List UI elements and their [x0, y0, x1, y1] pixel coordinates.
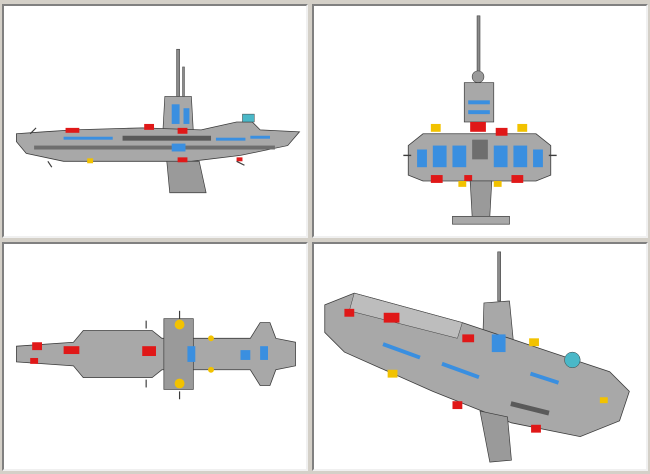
yellow-details	[174, 319, 214, 389]
gun-turrets	[29, 127, 245, 168]
top-view-render	[16, 310, 296, 400]
yellow-details	[387, 338, 608, 404]
antenna-mast	[476, 15, 481, 76]
dome	[242, 113, 255, 123]
hull-windows	[382, 334, 560, 385]
yellow-detail	[87, 158, 94, 164]
viewport-side-view[interactable]	[2, 4, 308, 238]
yellow-details	[430, 123, 528, 187]
main-hull-top	[16, 322, 296, 386]
red-details	[65, 123, 243, 163]
lower-fin	[166, 160, 207, 194]
hull-trim	[510, 401, 550, 416]
lower-fin	[469, 180, 493, 217]
side-view-render	[16, 48, 301, 194]
red-details	[30, 342, 156, 364]
lower-fin	[479, 410, 512, 463]
hull-windows	[187, 346, 268, 362]
gun-turrets	[145, 310, 181, 400]
dome	[564, 351, 581, 369]
front-view-render	[403, 15, 557, 225]
tower-block	[163, 318, 194, 390]
center-panel	[472, 139, 488, 160]
hull-trim-2	[122, 135, 212, 141]
hull-windows	[417, 145, 543, 168]
antenna-mast	[176, 48, 180, 97]
main-hull	[16, 121, 301, 162]
antenna-mast-2	[182, 66, 185, 97]
tower-windows	[468, 100, 490, 115]
hull-trim	[34, 145, 275, 150]
fin-base	[452, 215, 510, 225]
hull-deck	[349, 292, 463, 339]
viewport-top-view[interactable]	[2, 242, 308, 471]
antenna-mast	[497, 251, 501, 302]
red-details	[430, 121, 524, 183]
red-details	[344, 308, 541, 433]
viewport-front-view[interactable]	[312, 4, 648, 238]
hull-windows	[63, 104, 270, 152]
antenna-dish	[471, 70, 485, 83]
viewport-3d-view[interactable]	[312, 242, 648, 471]
perspective-view-render	[324, 251, 630, 463]
